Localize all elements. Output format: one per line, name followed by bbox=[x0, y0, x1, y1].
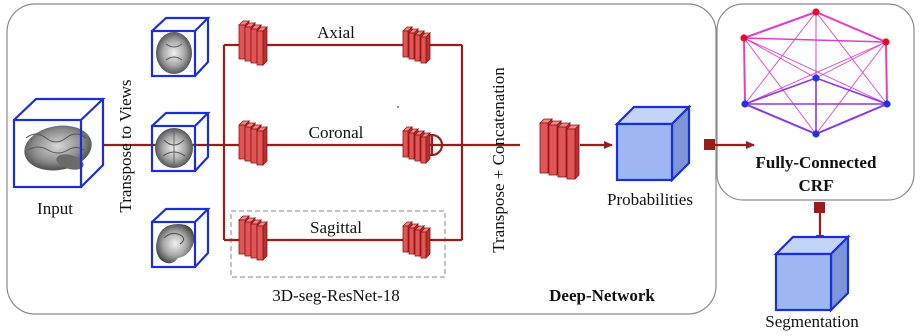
conv-blocks bbox=[238, 20, 580, 261]
resnet-highlight-box bbox=[230, 210, 446, 278]
conv-stack-left-sagittal-slab bbox=[238, 219, 246, 255]
transpose-views-label: Transpose to Views bbox=[116, 79, 135, 212]
conv-stack-left-axial-slab bbox=[250, 28, 258, 64]
model-name-label: 3D-seg-ResNet-18 bbox=[272, 286, 399, 305]
conv-stack-right-sagittal-slab bbox=[402, 225, 409, 253]
crf-hull-edge bbox=[815, 103, 888, 135]
conv-stack-right-coronal-slab bbox=[414, 134, 421, 162]
conv-stack-right-sagittal-slab bbox=[414, 229, 421, 257]
conv-stack-left-sagittal-slab bbox=[256, 225, 264, 261]
probabilities-label: Probabilities bbox=[607, 190, 693, 209]
crf-node bbox=[741, 100, 749, 108]
crf-edge bbox=[744, 77, 817, 105]
conv-stack-final-slab bbox=[566, 128, 576, 180]
conv-stack-final-slab bbox=[539, 122, 549, 174]
conv-stack-right-coronal-slab bbox=[420, 136, 427, 164]
crf-label-line2: CRF bbox=[799, 176, 834, 195]
transpose-concat-label: Transpose + Concatenation bbox=[489, 67, 508, 253]
crf-container bbox=[716, 3, 915, 201]
crf-edge bbox=[744, 41, 887, 105]
conv-stack-final-slab bbox=[548, 124, 558, 176]
coronal-label: Coronal bbox=[309, 123, 364, 142]
crf-edge bbox=[743, 37, 817, 135]
conv-stack-final bbox=[539, 118, 580, 180]
conv-stack-right-coronal bbox=[402, 126, 431, 164]
conv-stack-right-axial-slab bbox=[408, 32, 415, 60]
crf-edge bbox=[815, 77, 888, 105]
conv-stack-final-slab bbox=[557, 126, 567, 178]
probabilities-cube-icon bbox=[614, 104, 692, 183]
conv-stack-left-sagittal-slab bbox=[244, 221, 252, 257]
input-label: Input bbox=[37, 199, 73, 218]
crf-edge bbox=[815, 11, 888, 105]
crf-hull-edge bbox=[885, 41, 888, 105]
brain-sagittal-slice-icon bbox=[150, 207, 211, 269]
conv-stack-left-coronal-slab bbox=[244, 126, 252, 162]
conv-stack-right-axial bbox=[402, 26, 431, 64]
conv-stack-right-sagittal-slab bbox=[420, 231, 427, 259]
conv-stack-right-axial-slab bbox=[402, 30, 409, 58]
crf-label-line1: Fully-Connected bbox=[756, 153, 877, 172]
conv-stack-left-coronal-slab bbox=[238, 124, 246, 160]
crf-node bbox=[883, 100, 891, 108]
conv-stack-left-axial-slab bbox=[238, 24, 246, 60]
deep-network-container bbox=[6, 3, 717, 315]
brain-axial-slice-icon bbox=[150, 16, 211, 78]
conv-stack-left-axial-slab bbox=[244, 26, 252, 62]
axial-label: Axial bbox=[317, 23, 355, 42]
crf-edge bbox=[815, 41, 887, 135]
crf-edge bbox=[815, 41, 887, 79]
conv-stack-left-coronal bbox=[238, 120, 268, 166]
conv-stack-left-axial bbox=[238, 20, 268, 66]
crf-node bbox=[882, 38, 890, 46]
segmentation-cube-icon bbox=[773, 234, 851, 313]
crf-node bbox=[812, 74, 820, 82]
crf-graph bbox=[740, 8, 891, 138]
conv-stack-left-coronal-slab bbox=[256, 130, 264, 166]
crf-hull-edge bbox=[743, 37, 746, 105]
crf-hull-edge bbox=[744, 103, 817, 135]
crf-node bbox=[812, 8, 820, 16]
crf-node bbox=[812, 130, 820, 138]
to-crf-arrow bbox=[704, 139, 755, 150]
conv-stack-left-sagittal-slab bbox=[250, 223, 258, 259]
deep-network-label: Deep-Network bbox=[549, 286, 655, 305]
stray-dot bbox=[397, 106, 399, 108]
brain-volume-icon bbox=[12, 97, 106, 189]
sagittal-label: Sagittal bbox=[310, 218, 362, 237]
conv-stack-left-coronal-slab bbox=[250, 128, 258, 164]
conv-stack-right-coronal-slab bbox=[408, 132, 415, 160]
crf-hull-edge bbox=[815, 11, 887, 43]
conv-stack-right-coronal-slab bbox=[402, 130, 409, 158]
conv-stack-right-axial-slab bbox=[414, 34, 421, 62]
conv-stack-right-sagittal bbox=[402, 221, 431, 259]
conv-stack-right-axial-slab bbox=[420, 36, 427, 64]
conv-stack-right-sagittal-slab bbox=[408, 227, 415, 255]
brain-coronal-slice-icon bbox=[150, 111, 211, 173]
crf-node bbox=[740, 34, 748, 42]
crf-edge bbox=[743, 37, 817, 79]
segmentation-label: Segmentation bbox=[765, 312, 859, 331]
crf-hull-edge bbox=[743, 11, 817, 39]
conv-stack-left-sagittal bbox=[238, 215, 268, 261]
crf-edge bbox=[743, 37, 887, 43]
conv-stack-left-axial-slab bbox=[256, 30, 264, 66]
crf-edge bbox=[743, 37, 888, 105]
